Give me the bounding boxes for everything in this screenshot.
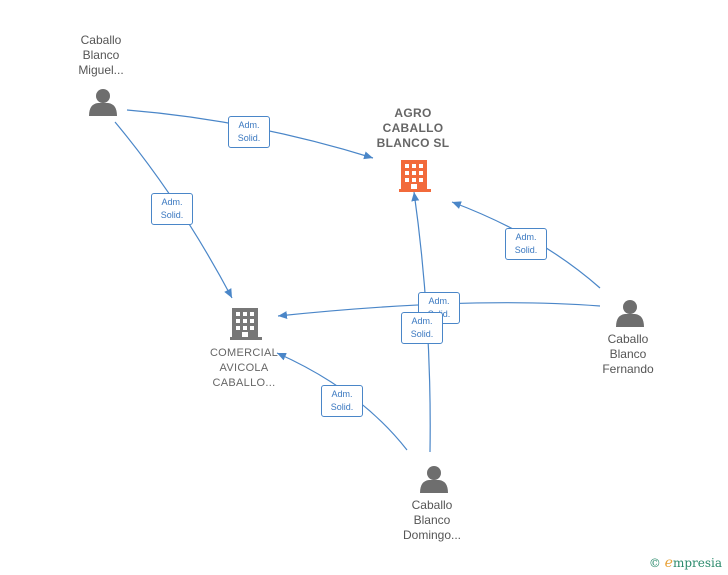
node-label-fernando[interactable]: Caballo Blanco Fernando (590, 332, 666, 377)
edge-label-line: Adm. (161, 197, 183, 207)
node-label-line: Miguel... (78, 63, 124, 77)
node-label-line: Caballo (607, 332, 649, 346)
edge-label-line: Solid. (410, 329, 434, 339)
node-label-line: Blanco (413, 513, 451, 527)
node-label-line: Blanco (609, 347, 647, 361)
edge-label-miguel-agro[interactable]: Adm. Solid. (228, 116, 270, 148)
node-label-agro[interactable]: AGRO CABALLO BLANCO SL (362, 106, 464, 151)
edge-label-domingo-comercial[interactable]: Adm. Solid. (321, 385, 363, 417)
edge-label-fernando-agro[interactable]: Adm. Solid. (505, 228, 547, 260)
node-label-line: AVICOLA (219, 362, 269, 374)
node-label-miguel[interactable]: Caballo Blanco Miguel... (60, 33, 142, 78)
node-label-line: AGRO (394, 106, 432, 120)
node-label-comercial[interactable]: COMERCIAL AVICOLA CABALLO... (194, 346, 294, 391)
node-label-line: Domingo... (402, 528, 462, 542)
edge-label-line: Solid. (514, 245, 538, 255)
edge-label-miguel-comercial[interactable]: Adm. Solid. (151, 193, 193, 225)
node-label-line: Fernando (602, 362, 654, 376)
node-label-line: Caballo (80, 33, 122, 47)
edge-label-line: Adm. (238, 120, 260, 130)
building-icon-agro[interactable] (399, 160, 431, 192)
node-label-line: CABALLO... (212, 377, 276, 389)
empresia-logo-e: e (664, 555, 673, 571)
edge-label-line: Adm. (515, 232, 537, 242)
edge-label-line: Solid. (330, 402, 354, 412)
node-label-line: BLANCO SL (376, 136, 450, 150)
empresia-watermark[interactable]: © empresia (649, 555, 722, 571)
node-label-line: Blanco (82, 48, 120, 62)
copyright-icon: © (648, 556, 661, 570)
edge-label-line: Adm. (411, 316, 433, 326)
person-icon-fernando[interactable] (616, 300, 644, 327)
node-label-line: COMERCIAL (209, 347, 279, 359)
edge-label-line: Adm. (331, 389, 353, 399)
node-label-domingo[interactable]: Caballo Blanco Domingo... (392, 498, 472, 543)
person-icon-miguel[interactable] (89, 89, 117, 116)
building-icon-comercial[interactable] (230, 308, 262, 340)
empresia-logo-text: mpresia (672, 556, 722, 570)
node-label-line: Caballo (411, 498, 453, 512)
person-icon-domingo[interactable] (420, 466, 448, 493)
edge-label-line: Solid. (237, 133, 261, 143)
edge-label-domingo-agro[interactable]: Adm. Solid. (401, 312, 443, 344)
node-label-line: CABALLO (382, 121, 444, 135)
edge-label-line: Adm. (428, 296, 450, 306)
edge-label-line: Solid. (160, 210, 184, 220)
